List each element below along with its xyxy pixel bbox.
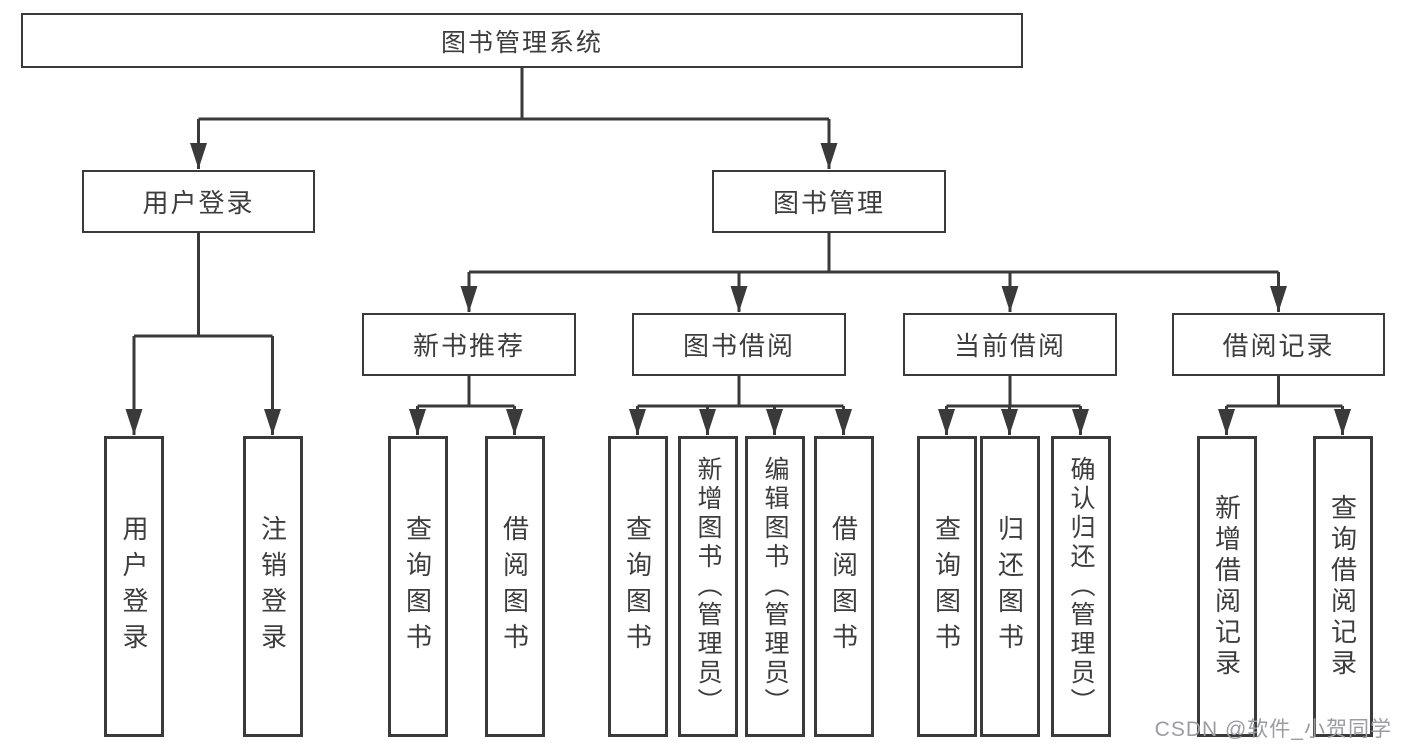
node-borrow-books: 借阅图书 [813, 436, 874, 737]
node-label: 编辑图书（管理员） [761, 456, 789, 717]
node-label: 确认归还（管理员） [1067, 456, 1095, 717]
node-label: 图书管理系统 [440, 28, 603, 57]
node-add-book-admin: 新增图书（管理员） [677, 436, 738, 737]
node-label: 借阅图书 [828, 514, 859, 659]
node-library-system: 图书管理系统 [21, 13, 1023, 68]
node-label: 注销登录 [257, 514, 288, 659]
node-logout-login: 注销登录 [242, 436, 303, 737]
node-return-book: 归还图书 [979, 436, 1040, 737]
node-query-books-recommend: 查询图书 [387, 436, 448, 737]
node-label: 用户登录 [119, 514, 149, 659]
node-label: 用户登录 [142, 188, 255, 218]
node-label: 图书管理 [772, 188, 885, 218]
node-query-books-current: 查询图书 [916, 436, 977, 737]
node-label: 查询图书 [931, 514, 962, 659]
node-edit-book-admin: 编辑图书（管理员） [744, 436, 805, 737]
node-borrow-records: 借阅记录 [1172, 313, 1385, 376]
node-label: 新书推荐 [412, 331, 525, 361]
node-label: 当前借阅 [953, 331, 1066, 361]
node-user-login-branch: 用户登录 [82, 170, 315, 233]
csdn-watermark: CSDN @软件_小贺同学 [1154, 718, 1392, 741]
node-label: 借阅图书 [499, 514, 530, 659]
node-query-books-borrow: 查询图书 [607, 436, 668, 737]
node-label: 新增图书（管理员） [694, 456, 722, 717]
node-label: 借阅记录 [1222, 331, 1335, 361]
node-label: 查询图书 [402, 514, 433, 659]
node-user-login: 用户登录 [104, 436, 164, 737]
node-label: 查询图书 [622, 514, 653, 659]
node-current-borrow: 当前借阅 [903, 313, 1117, 376]
node-label: 图书借阅 [682, 331, 795, 361]
node-new-book-recommend: 新书推荐 [362, 313, 576, 376]
node-query-borrow-record: 查询借阅记录 [1312, 436, 1373, 737]
node-book-management: 图书管理 [712, 170, 946, 233]
node-book-borrow: 图书借阅 [632, 313, 846, 376]
node-label: 归还图书 [994, 514, 1025, 659]
node-add-borrow-record: 新增借阅记录 [1196, 436, 1257, 737]
node-label: 查询借阅记录 [1327, 493, 1358, 680]
node-confirm-return-admin: 确认归还（管理员） [1050, 436, 1111, 737]
node-label: 新增借阅记录 [1211, 493, 1242, 680]
node-borrow-books-recommend: 借阅图书 [484, 436, 545, 737]
